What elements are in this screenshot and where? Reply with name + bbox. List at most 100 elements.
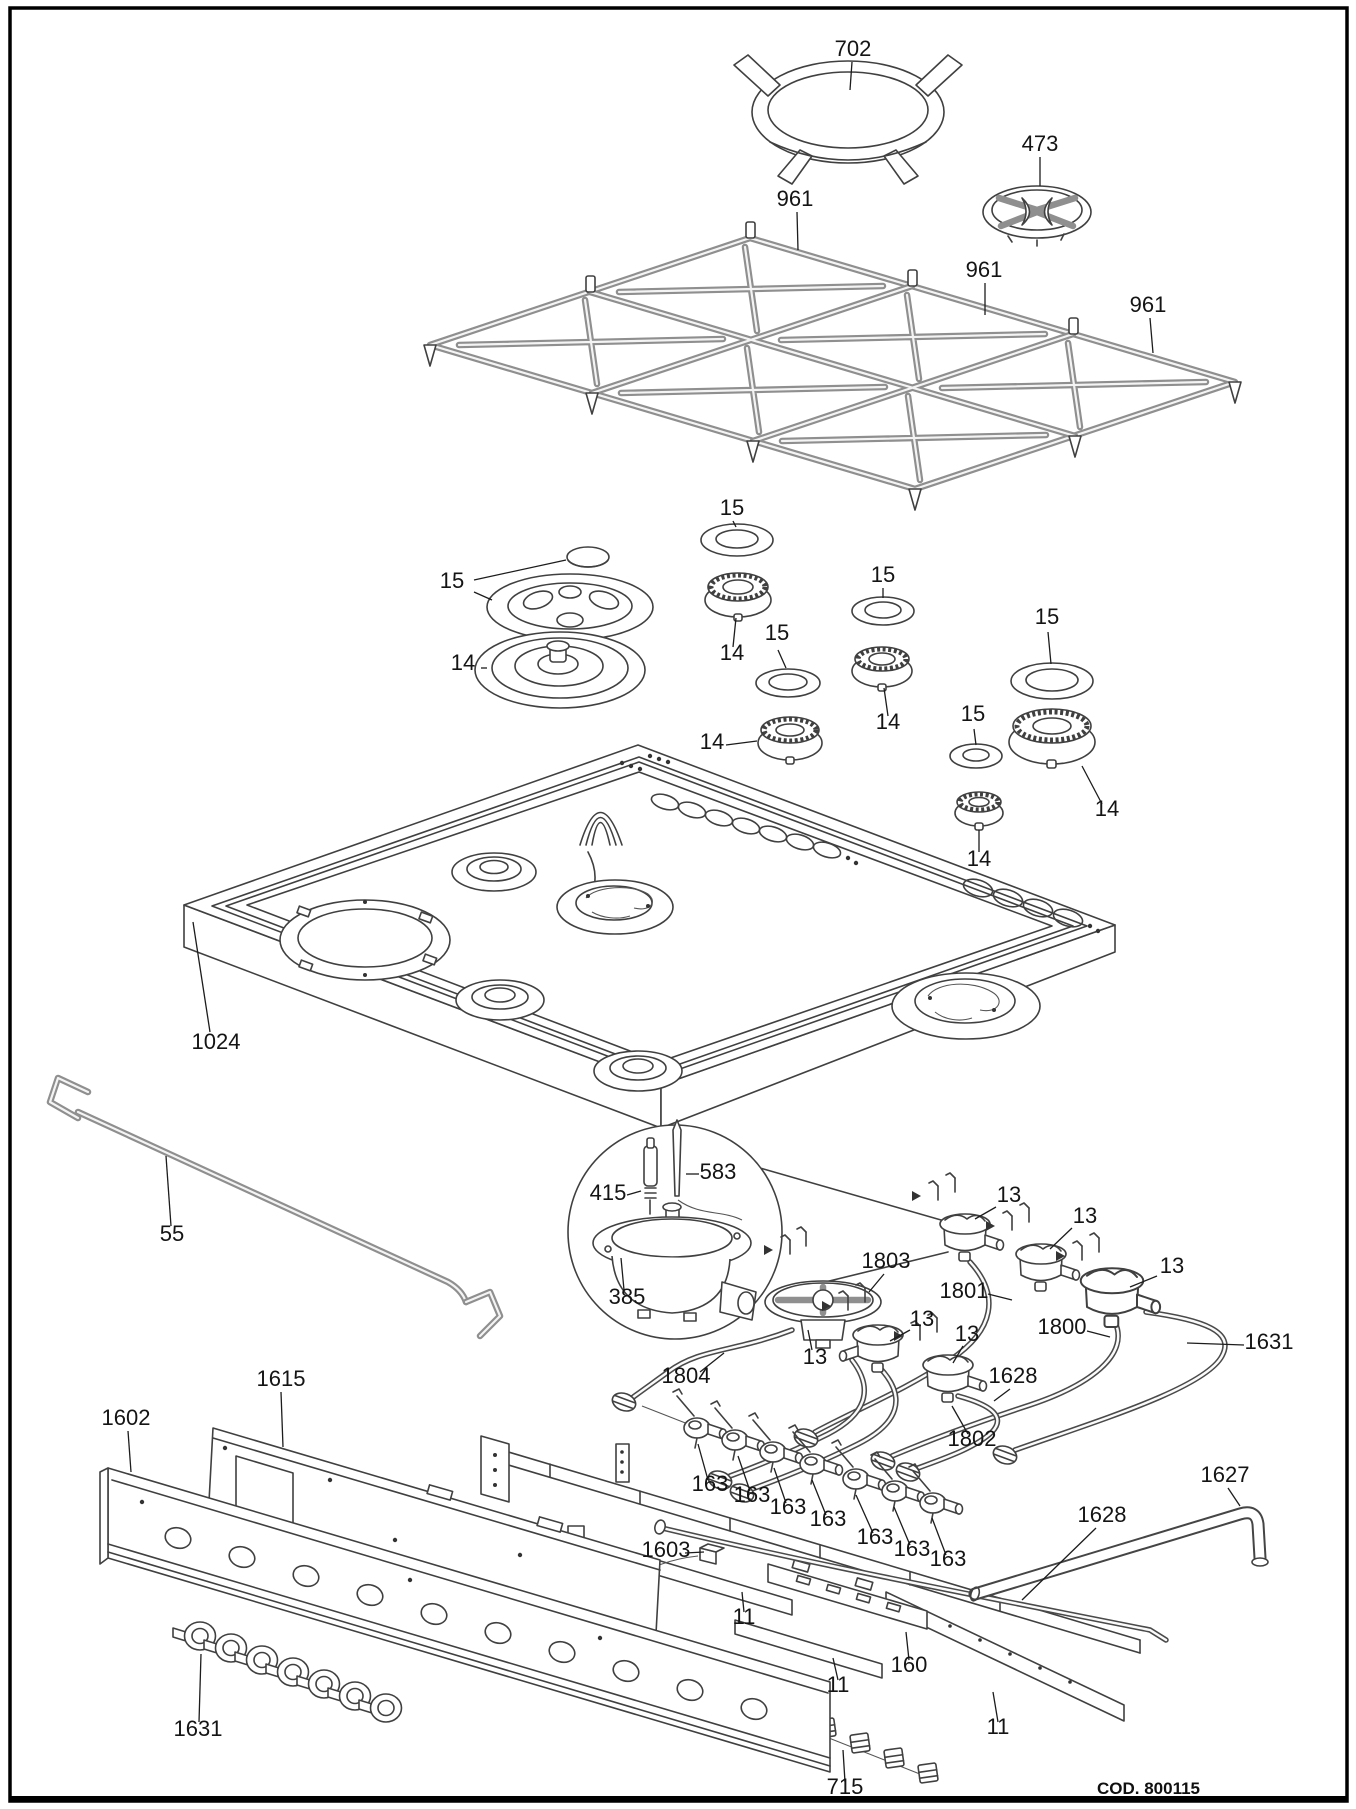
burner-ring-15 (755, 668, 821, 698)
part-label-14: 14 (876, 709, 900, 734)
part-label-14: 14 (720, 640, 744, 665)
wire-rod-55 (46, 1074, 504, 1340)
part-label-163: 163 (770, 1494, 807, 1519)
gas-taps-163 (641, 1388, 964, 1524)
part-label-1802: 1802 (948, 1426, 997, 1451)
part-label-15: 15 (871, 562, 895, 587)
part-label-1631: 1631 (174, 1716, 223, 1741)
gas-valve-body-13 (838, 1324, 904, 1373)
leader-lines (127, 61, 1245, 1783)
part-label-163: 163 (734, 1482, 771, 1507)
burner-head-14 (757, 716, 823, 765)
burner-ring-15 (1010, 662, 1094, 700)
part-label-163: 163 (810, 1506, 847, 1531)
part-label-163: 163 (692, 1471, 729, 1496)
part-label-15: 15 (1035, 604, 1059, 629)
part-label-14: 14 (451, 650, 475, 675)
part-label-1628: 1628 (989, 1363, 1038, 1388)
burner-body-detail (592, 1202, 757, 1322)
part-label-55: 55 (160, 1221, 184, 1246)
pipe-fitting-nut (895, 1462, 921, 1482)
part-label-15: 15 (440, 568, 464, 593)
part-label-160: 160 (891, 1652, 928, 1677)
burner-ring-15 (851, 596, 915, 626)
burner-ring-15 (949, 743, 1003, 769)
gas-tap-163 (672, 1388, 728, 1449)
part-label-13: 13 (803, 1344, 827, 1369)
part-labels: 702 473 961 961 961 15 14 15 14 15 14 15… (102, 36, 1294, 1799)
part-label-385: 385 (609, 1284, 646, 1309)
part-label-13: 13 (910, 1306, 934, 1331)
part-label-1603: 1603 (642, 1537, 691, 1562)
pipe-fitting-nut (729, 1483, 755, 1503)
wok-support-ring-702 (733, 54, 963, 185)
part-label-1803: 1803 (862, 1248, 911, 1273)
part-label-13: 13 (1160, 1253, 1184, 1278)
part-label-14: 14 (1095, 796, 1119, 821)
part-label-163: 163 (894, 1536, 931, 1561)
sheet-border (8, 6, 1349, 1803)
part-label-961: 961 (777, 186, 814, 211)
part-label-13: 13 (955, 1321, 979, 1346)
burner-mounds (451, 852, 1041, 1092)
part-label-11: 11 (827, 1672, 850, 1697)
harness-connector (849, 1732, 871, 1754)
thermocouple-583 (672, 1119, 743, 1221)
gas-valve-body-13 (1015, 1243, 1081, 1292)
gas-tap-163 (908, 1463, 964, 1524)
part-label-14: 14 (700, 729, 724, 754)
code-stamp: COD. 800115 (1097, 1779, 1200, 1798)
ignition-candle-415 (643, 1137, 658, 1215)
control-panel-1602 (99, 1467, 831, 1773)
burner-ring-15 (700, 523, 774, 557)
aux-burner-body-13 (764, 1280, 882, 1349)
gas-tap-163 (788, 1424, 844, 1485)
gas-valve-body-13 (922, 1354, 988, 1403)
part-label-1800: 1800 (1038, 1314, 1087, 1339)
wok-burner-assembly (474, 546, 654, 709)
pipe-fitting-nut (992, 1445, 1018, 1465)
part-label-163: 163 (857, 1524, 894, 1549)
part-label-1602: 1602 (102, 1405, 151, 1430)
part-label-583: 583 (700, 1159, 737, 1184)
part-label-702: 702 (835, 36, 872, 61)
small-burner-grate-473 (982, 185, 1092, 247)
manifold-burner-cluster (611, 1172, 1228, 1503)
burner-head-14 (954, 791, 1004, 831)
part-label-14: 14 (967, 846, 991, 871)
part-label-715: 715 (827, 1774, 864, 1799)
vent-slots (650, 793, 1101, 934)
part-label-15: 15 (765, 620, 789, 645)
part-label-1804: 1804 (662, 1363, 711, 1388)
part-label-1615: 1615 (257, 1366, 306, 1391)
burner-head-14 (1008, 708, 1096, 769)
burner-head-14 (851, 646, 913, 692)
part-label-1631: 1631 (1245, 1329, 1294, 1354)
grate-cross-fingers (455, 243, 1210, 484)
supply-pipes (654, 1506, 1269, 1643)
harness-connector (917, 1762, 939, 1784)
part-label-11: 11 (733, 1604, 756, 1629)
part-label-15: 15 (720, 495, 744, 520)
cooktop-panel-1024 (183, 744, 1116, 1129)
pipe-fitting-nut (707, 1470, 733, 1490)
gas-valve-body-13 (1079, 1267, 1162, 1328)
part-label-1024: 1024 (192, 1029, 241, 1054)
knob-nuts-1631 (172, 1621, 403, 1723)
pipe-fitting-nut (870, 1451, 896, 1471)
part-label-13: 13 (1073, 1203, 1097, 1228)
part-label-1628: 1628 (1078, 1502, 1127, 1527)
gas-tap-163 (831, 1439, 887, 1500)
gas-valve-body-13 (939, 1213, 1005, 1262)
support-rails (567, 1525, 1125, 1722)
wok-burner-hole (279, 899, 451, 981)
gas-tap-163 (748, 1412, 804, 1473)
part-label-15: 15 (961, 701, 985, 726)
part-label-415: 415 (590, 1180, 627, 1205)
part-label-961: 961 (966, 257, 1003, 282)
grate-feet (423, 221, 1242, 511)
part-label-163: 163 (930, 1546, 967, 1571)
part-label-13: 13 (997, 1182, 1021, 1207)
part-label-1801: 1801 (940, 1278, 989, 1303)
